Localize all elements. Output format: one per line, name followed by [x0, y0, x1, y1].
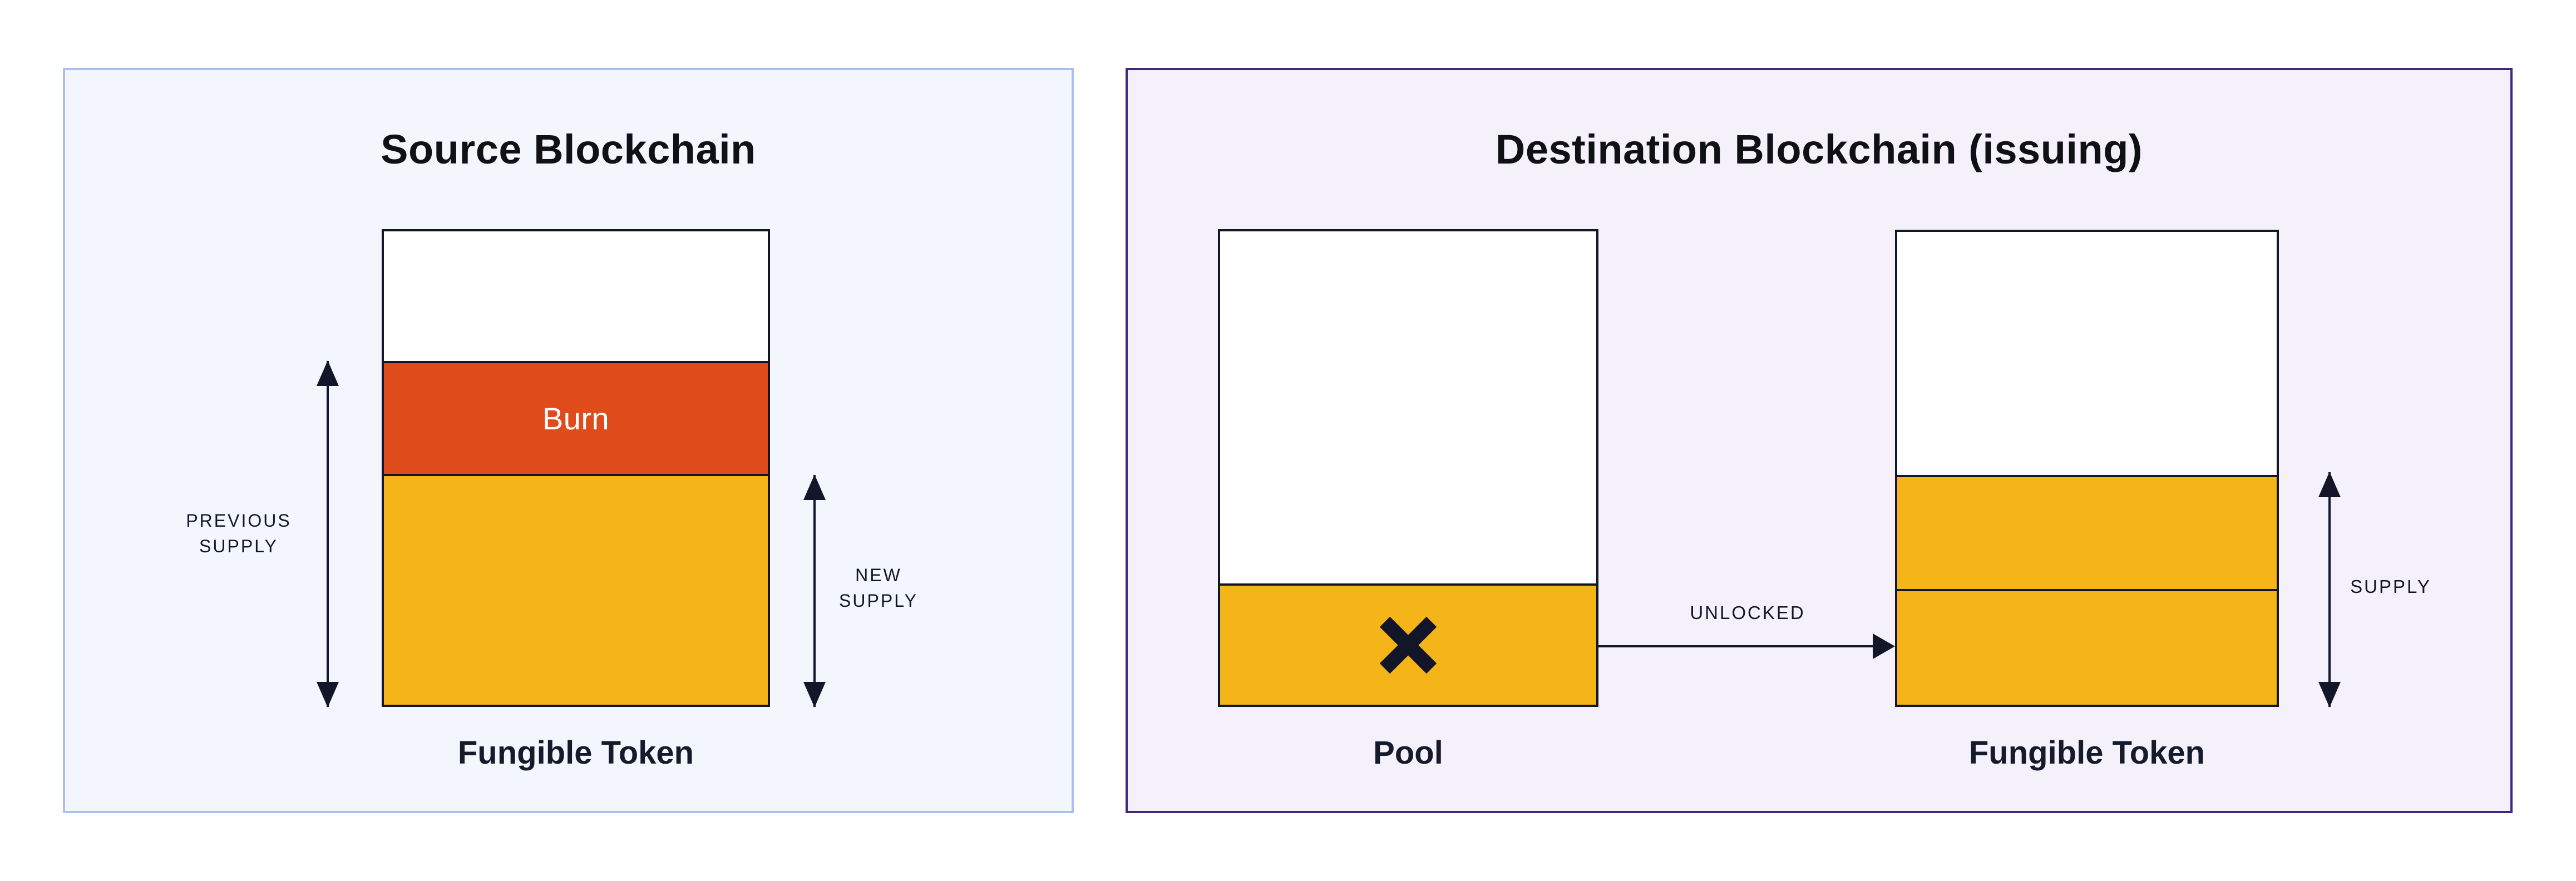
destination-bar-lower-supply-section [1897, 589, 2277, 705]
pool-bar [1218, 229, 1598, 707]
destination-panel-title: Destination Blockchain (issuing) [1495, 126, 2143, 172]
pool-bar-locked-section [1220, 583, 1596, 705]
destination-bar-empty-section [1897, 232, 2277, 475]
source-bar-caption: Fungible Token [457, 735, 694, 771]
source-bar-burn-section: Burn [384, 361, 768, 474]
source-bar-empty-section [384, 231, 768, 361]
new-supply-label: NEW SUPPLY [839, 565, 918, 611]
source-blockchain-panel: Source Blockchain Burn PREVIOUS SUPPLY N… [63, 68, 1074, 813]
destination-blockchain-panel: Destination Blockchain (issuing) Pool UN… [1126, 68, 2513, 813]
source-panel-title: Source Blockchain [381, 126, 756, 172]
previous-supply-range-arrow-icon [327, 361, 329, 707]
unlocked-flow-arrow-icon [1598, 645, 1873, 647]
supply-label: SUPPLY [2350, 576, 2431, 597]
burn-label: Burn [542, 401, 610, 436]
burned-x-icon [1379, 616, 1437, 674]
new-supply-range-arrow-icon [813, 475, 816, 707]
destination-token-bar [1895, 230, 2279, 707]
source-token-bar: Burn [382, 229, 770, 707]
supply-range-arrow-icon [2328, 472, 2331, 707]
previous-supply-label: PREVIOUS SUPPLY [186, 511, 292, 557]
destination-bar-caption: Fungible Token [1968, 735, 2205, 771]
destination-bar-upper-supply-section [1897, 475, 2277, 589]
source-bar-supply-section [384, 474, 768, 705]
pool-bar-caption: Pool [1373, 735, 1443, 771]
pool-bar-empty-section [1220, 231, 1596, 583]
unlocked-label: UNLOCKED [1690, 602, 1805, 623]
